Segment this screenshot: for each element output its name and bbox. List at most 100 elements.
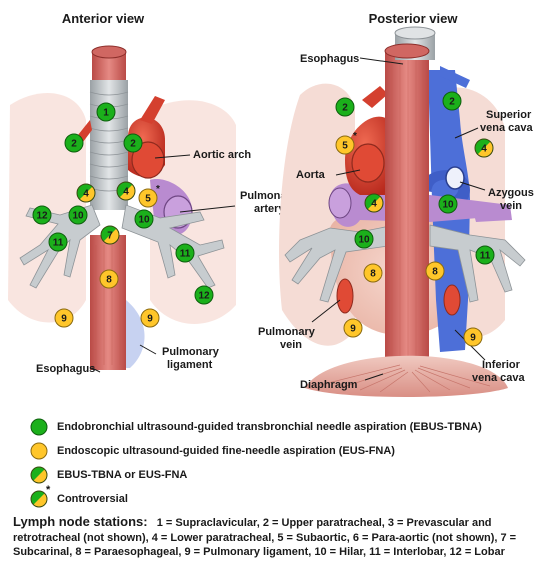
anterior-pulmonary-ligament <box>126 300 145 368</box>
posterior-pulmonary-vein-right <box>443 284 461 316</box>
posterior-node-station-2: 2 <box>442 91 462 111</box>
posterior-node-station-10: 10 <box>438 194 458 214</box>
posterior-aorta-branch1 <box>362 86 388 108</box>
anterior-node-station-9: 9 <box>54 308 74 328</box>
anterior-node-label: 4 <box>83 189 89 200</box>
anterior-esophagus <box>90 235 126 370</box>
anterior-node-station-7: 7 <box>100 225 120 245</box>
posterior-node-asterisk: * <box>353 131 357 142</box>
posterior-view-title: Posterior view <box>369 11 459 26</box>
stations-text: 1 = Supraclavicular, 2 = Upper paratrach… <box>13 517 517 558</box>
legend-split-node-icon <box>30 466 48 484</box>
anterior-node-label: 9 <box>147 314 153 325</box>
label-pulmonary-ligament-line2: ligament <box>167 359 213 371</box>
posterior-node-station-11: 11 <box>475 245 495 265</box>
anterior-node-label: 8 <box>106 275 112 286</box>
posterior-node-label: 8 <box>432 267 438 278</box>
legend-green-node-icon <box>30 418 48 436</box>
anterior-node-label: 4 <box>123 187 129 198</box>
anterior-node-label: 10 <box>72 211 84 222</box>
posterior-esophagus-top-opening <box>384 43 430 59</box>
anterior-node-station-8: 8 <box>99 269 119 289</box>
posterior-aorta-opening <box>351 143 385 183</box>
legend-yellow-node-icon <box>30 442 48 460</box>
legend-label-ebus: Endobronchial ultrasound-guided transbro… <box>57 421 482 433</box>
label-azygous-vein-line1: Azygous <box>488 187 534 199</box>
anterior-node-label: 2 <box>130 139 136 150</box>
anterior-node-label: 9 <box>61 314 67 325</box>
label-pulmonary-vein-line1: Pulmonary <box>258 326 316 338</box>
anterior-node-station-11: 11 <box>48 232 68 252</box>
legend-item-eus: Endoscopic ultrasound-guided fine-needle… <box>30 441 395 461</box>
label-esophagus-anterior: Esophagus <box>36 363 95 375</box>
anterior-node-station-2: 2 <box>123 133 143 153</box>
label-aortic-arch: Aortic arch <box>193 149 251 161</box>
legend-label-controversial: Controversial <box>57 493 128 505</box>
anterior-node-station-10: 10 <box>134 209 154 229</box>
anterior-node-station-2: 2 <box>64 133 84 153</box>
legend-label-both: EBUS-TBNA or EUS-FNA <box>57 469 188 481</box>
anterior-node-label: 11 <box>180 249 191 260</box>
anterior-node-label: 12 <box>36 211 48 222</box>
posterior-node-label: 8 <box>370 269 376 280</box>
posterior-node-station-5: 5* <box>335 131 357 155</box>
label-superior-vena-cava-line1: Superior <box>486 109 532 121</box>
anterior-node-station-5: 5* <box>138 184 160 208</box>
posterior-esophagus-body <box>385 50 429 375</box>
posterior-esophagus-hatching <box>391 60 424 372</box>
posterior-node-station-10: 10 <box>354 229 374 249</box>
posterior-node-label: 4 <box>371 199 377 210</box>
label-azygous-vein-line2: vein <box>500 200 522 212</box>
posterior-node-station-8: 8 <box>363 263 383 283</box>
anterior-node-label: 11 <box>53 238 64 249</box>
posterior-pulmonary-artery-left <box>470 200 512 222</box>
anterior-view-title: Anterior view <box>62 11 145 26</box>
legend-item-both: EBUS-TBNA or EUS-FNA <box>30 465 187 485</box>
anterior-node-station-11: 11 <box>175 243 195 263</box>
anterior-node-label: 12 <box>198 291 210 302</box>
anterior-node-station-12: 12 <box>32 205 52 225</box>
anterior-node-station-4: 4 <box>116 181 136 201</box>
posterior-node-label: 9 <box>470 333 476 344</box>
label-inferior-vena-cava-line2: vena cava <box>472 372 525 384</box>
legend-controversial-node-icon: * <box>30 484 50 508</box>
posterior-pulmonary-vein-left <box>336 278 354 314</box>
anterior-node-asterisk: * <box>156 184 160 195</box>
anterior-leader-lines <box>91 154 236 373</box>
posterior-node-station-4: 4 <box>364 193 384 213</box>
anterior-node-label: 10 <box>138 215 150 226</box>
anterior-node-label: 2 <box>71 139 77 150</box>
label-superior-vena-cava-line2: vena cava <box>480 122 533 134</box>
label-inferior-vena-cava-line1: Inferior <box>482 359 521 371</box>
posterior-svc-branch <box>440 66 470 88</box>
posterior-node-label: 10 <box>442 200 454 211</box>
anterior-node-station-12: 12 <box>194 285 214 305</box>
posterior-node-station-9: 9 <box>343 318 363 338</box>
label-pulmonary-ligament-line1: Pulmonary <box>162 346 220 358</box>
anterior-node-label: 1 <box>103 108 109 119</box>
anterior-esophagus-hatching <box>95 245 121 365</box>
anterior-esophagus-top-opening <box>91 45 127 59</box>
posterior-node-station-4: 4 <box>474 138 494 158</box>
posterior-node-station-8: 8 <box>425 261 445 281</box>
posterior-azygous-opening <box>445 166 465 190</box>
label-esophagus-posterior: Esophagus <box>300 53 359 65</box>
legend-asterisk: * <box>46 484 51 496</box>
posterior-view: Posterior view <box>258 11 534 397</box>
posterior-node-station-9: 9 <box>463 327 483 347</box>
anterior-node-label: 7 <box>107 231 113 242</box>
posterior-diaphragm <box>305 355 508 397</box>
label-pulmonary-vein-line2: vein <box>280 339 302 351</box>
posterior-trachea-top-opening <box>394 26 436 40</box>
anterior-aortic-arch-opening <box>131 141 165 179</box>
posterior-pulmonary-artery-opening <box>328 187 352 219</box>
anterior-node-station-1: 1 <box>96 102 116 122</box>
posterior-node-label: 4 <box>481 144 487 155</box>
stations-heading: Lymph node stations: <box>13 514 148 529</box>
anterior-node-label: 5 <box>145 194 151 205</box>
posterior-node-label: 11 <box>480 251 491 262</box>
posterior-node-label: 10 <box>358 235 370 246</box>
